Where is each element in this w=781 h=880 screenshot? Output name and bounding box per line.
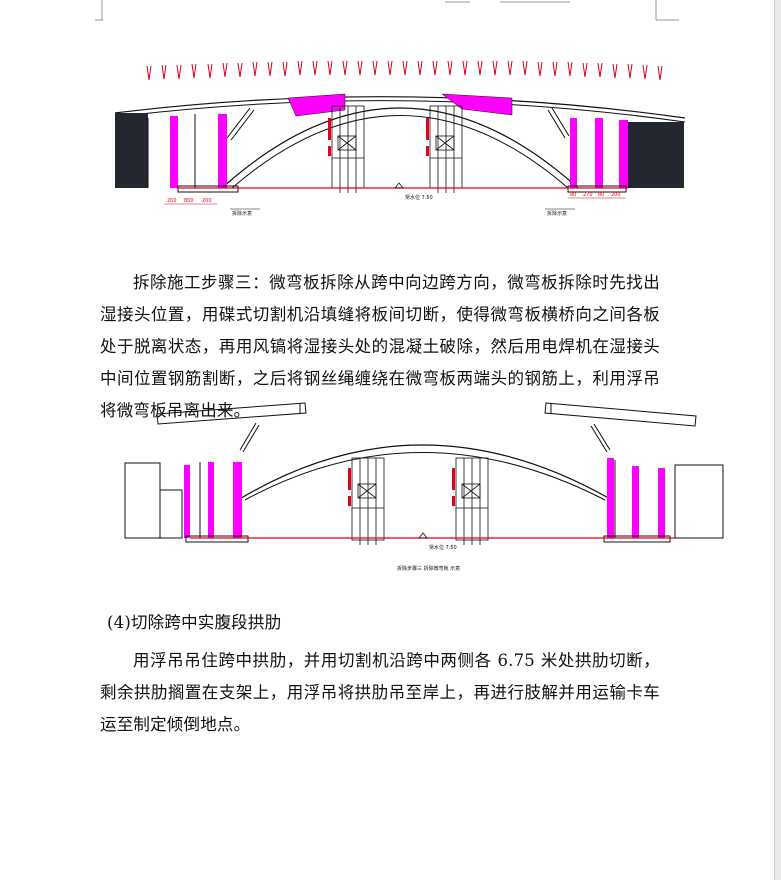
paragraph-section4: 用浮吊吊住跨中拱肋，并用切割机沿跨中两侧各 6.75 米处拱肋切断，剩余拱肋搁置… bbox=[100, 651, 660, 734]
section-heading-4: (4)切除跨中实腹段拱肋 bbox=[107, 613, 282, 632]
lifted-slab-left bbox=[156, 402, 307, 453]
crop-mark-right bbox=[655, 0, 679, 21]
paragraph-step3: 拆除施工步骤三：微弯板拆除从跨中向边跨方向，微弯板拆除时先找出湿接头位置，用碟式… bbox=[100, 273, 660, 420]
lifted-slab-right bbox=[544, 402, 697, 453]
page-edge bbox=[774, 0, 781, 880]
svg-text:200: 200 bbox=[202, 198, 212, 204]
left-pier bbox=[147, 107, 255, 193]
scaffold-left bbox=[331, 105, 365, 193]
scaffold-right bbox=[429, 105, 463, 193]
dims-left: 200 800 200 bbox=[164, 198, 217, 205]
dims-right: 80 270 80 200 bbox=[568, 192, 626, 199]
caption-left-1: 拆除示意 bbox=[232, 210, 252, 217]
water-level-label-1: 常水位 7.50 bbox=[405, 194, 433, 201]
crop-mark-left bbox=[95, 0, 103, 21]
svg-text:80: 80 bbox=[570, 192, 576, 198]
water-level-label-2: 常水位 7.50 bbox=[429, 544, 457, 551]
left-abutment bbox=[124, 462, 249, 543]
hanger-marks bbox=[146, 60, 663, 81]
svg-text:800: 800 bbox=[184, 198, 194, 204]
caption-right-1: 拆除示意 bbox=[547, 210, 567, 217]
right-pier bbox=[547, 107, 628, 193]
right-abutment bbox=[603, 458, 724, 543]
bridge-demolition-diagram-2: 常水位 7.50 拆除步骤三 拆除微弯板 示意 bbox=[124, 402, 724, 572]
bridge-demolition-diagram-1: 常水位 7.50 200 800 200 80 270 80 200 拆除示意 … bbox=[114, 60, 686, 217]
svg-text:80: 80 bbox=[598, 192, 604, 198]
svg-text:200: 200 bbox=[167, 198, 177, 204]
caption-fig2: 拆除步骤三 拆除微弯板 示意 bbox=[397, 565, 460, 572]
header-fragments bbox=[445, 1, 570, 3]
scaffold-left-2 bbox=[351, 457, 385, 545]
svg-text:270: 270 bbox=[583, 192, 593, 198]
scaffold-right-2 bbox=[455, 457, 489, 545]
svg-text:200: 200 bbox=[611, 192, 621, 198]
